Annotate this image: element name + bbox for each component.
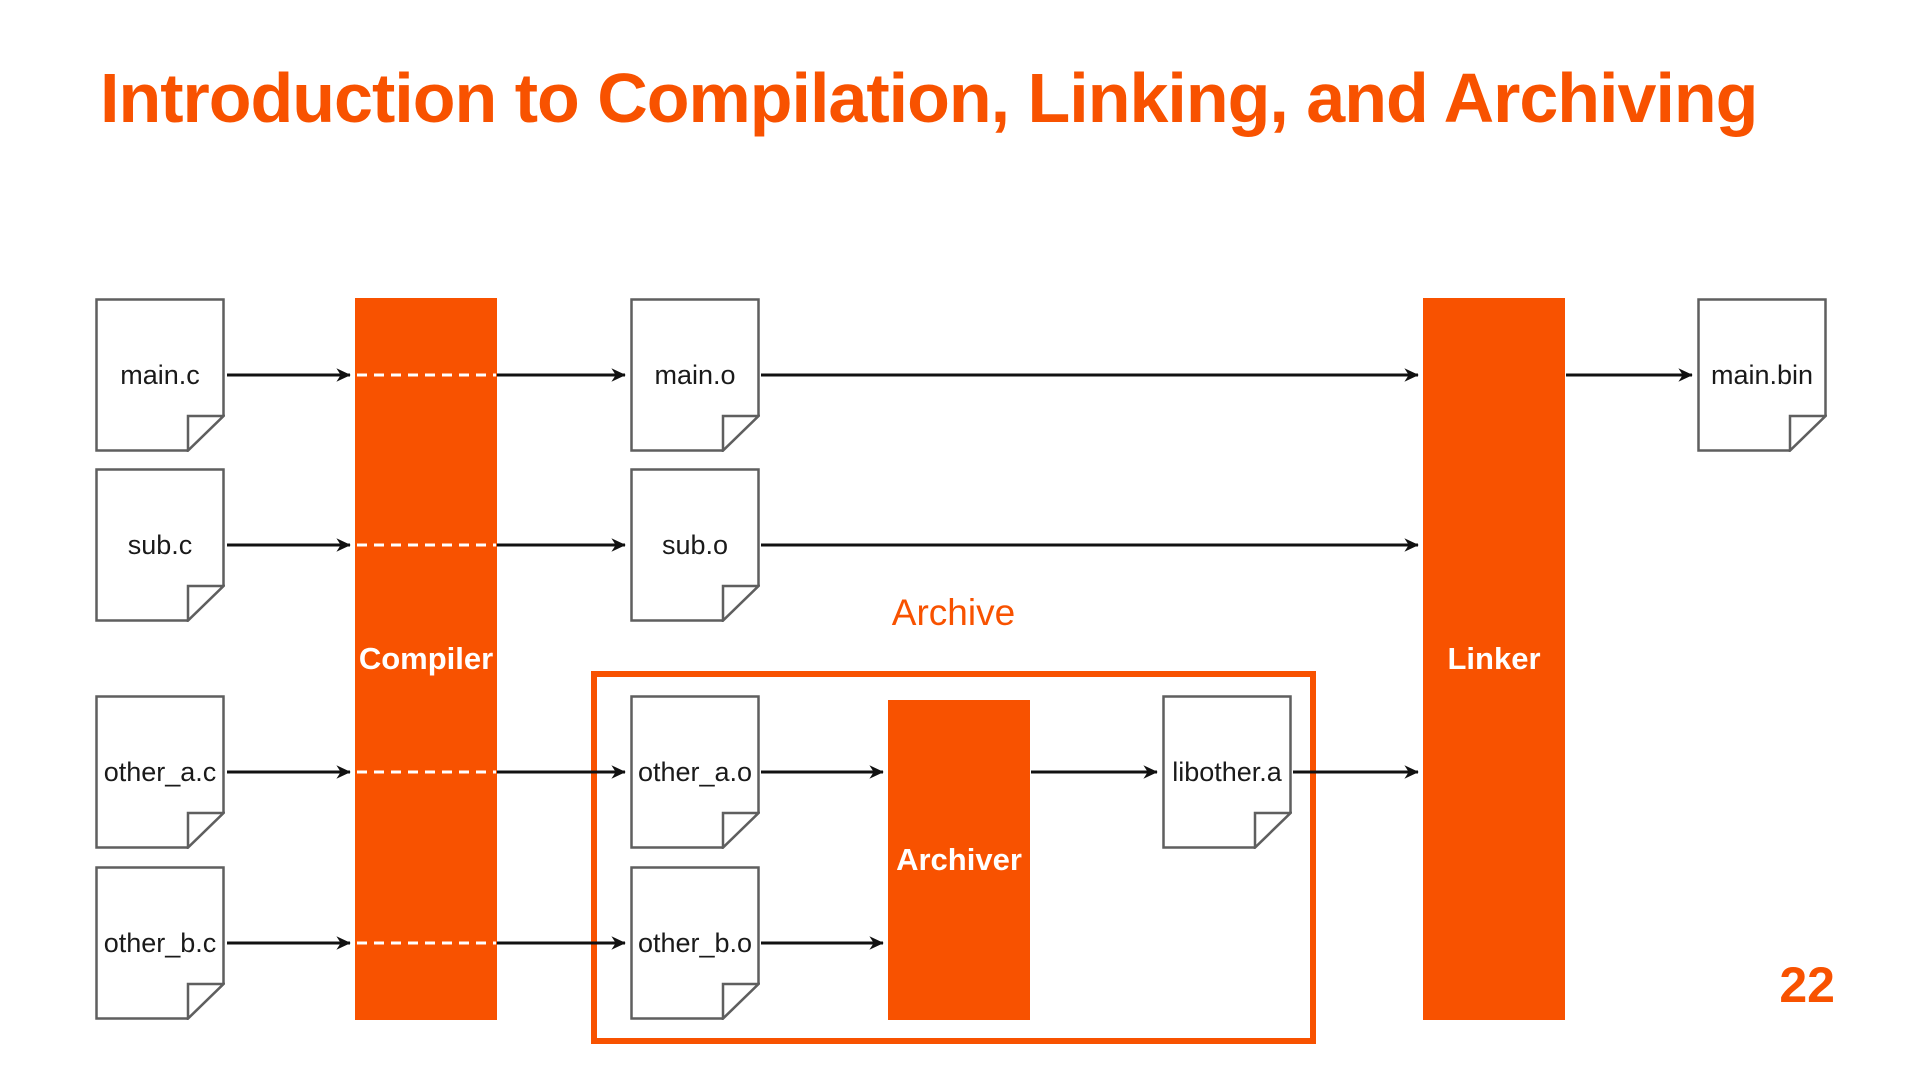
file-label: other_b.c xyxy=(103,927,217,958)
file-main-o: main.o xyxy=(630,298,760,452)
document-icon xyxy=(630,695,760,849)
file-sub-o: sub.o xyxy=(630,468,760,622)
document-icon xyxy=(95,468,225,622)
document-icon xyxy=(1697,298,1827,452)
document-icon xyxy=(95,695,225,849)
file-label: other_b.o xyxy=(637,927,753,958)
file-main-c: main.c xyxy=(95,298,225,452)
file-label: sub.o xyxy=(661,529,729,560)
document-icon xyxy=(630,866,760,1020)
file-label: other_a.c xyxy=(103,756,217,787)
document-icon xyxy=(95,298,225,452)
file-other-a-c: other_a.c xyxy=(95,695,225,849)
file-label: main.o xyxy=(654,359,736,390)
archive-group-label: Archive xyxy=(891,592,1016,633)
file-main-bin: main.bin xyxy=(1697,298,1827,452)
page-title: Introduction to Compilation, Linking, an… xyxy=(100,59,1758,137)
document-icon xyxy=(630,298,760,452)
linker-label: Linker xyxy=(1447,641,1541,676)
file-label: main.c xyxy=(120,359,200,390)
file-libother-a: libother.a xyxy=(1162,695,1292,849)
linker-bar: Linker xyxy=(1423,298,1565,1020)
compiler-bar: Compiler xyxy=(355,298,497,1020)
file-other-b-o: other_b.o xyxy=(630,866,760,1020)
file-label: sub.c xyxy=(127,529,193,560)
archive-group-box xyxy=(591,671,1316,1044)
file-label: libother.a xyxy=(1172,756,1282,787)
file-label: main.bin xyxy=(1710,359,1814,390)
document-icon xyxy=(1162,695,1292,849)
archiver-label: Archiver xyxy=(896,842,1022,877)
file-sub-c: sub.c xyxy=(95,468,225,622)
file-other-b-c: other_b.c xyxy=(95,866,225,1020)
compiler-label: Compiler xyxy=(358,641,494,676)
document-icon xyxy=(630,468,760,622)
archiver-bar: Archiver xyxy=(888,700,1030,1020)
file-other-a-o: other_a.o xyxy=(630,695,760,849)
document-icon xyxy=(95,866,225,1020)
file-label: other_a.o xyxy=(637,756,753,787)
page-number: 22 xyxy=(1779,957,1835,1013)
